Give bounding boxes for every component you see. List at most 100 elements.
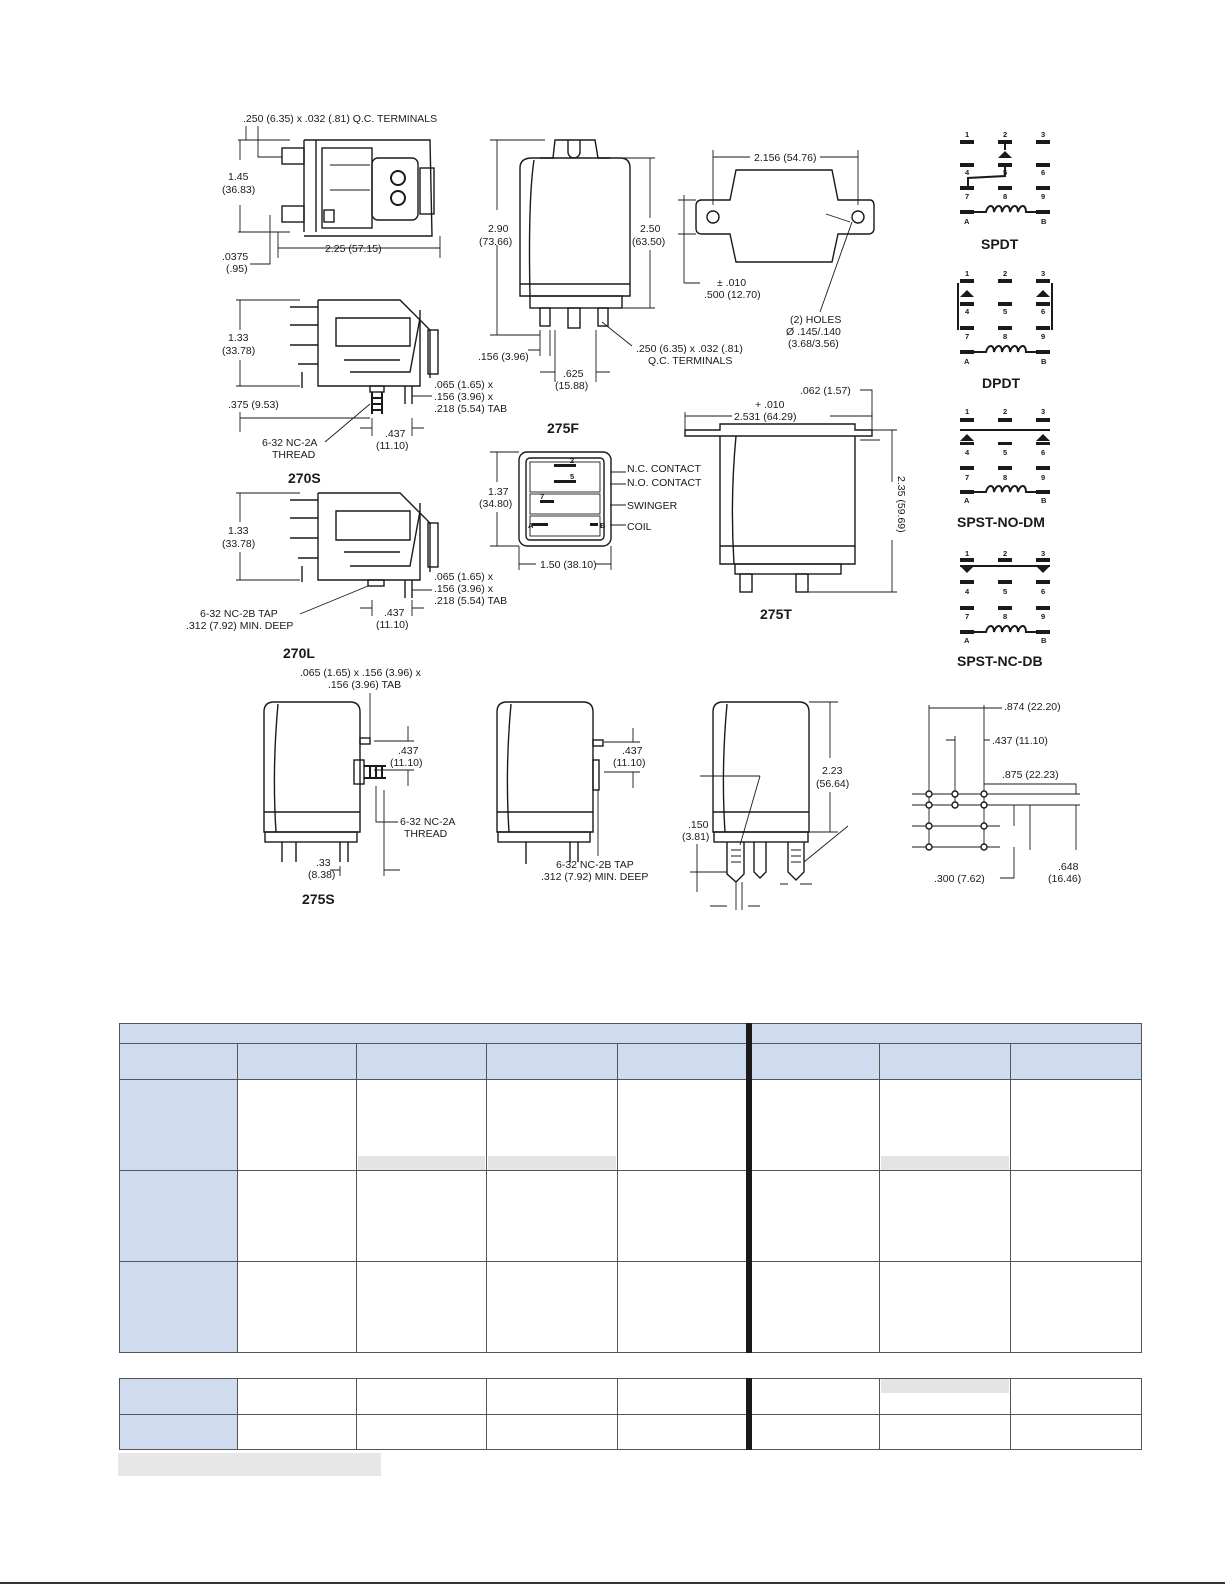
schematic-label-spdt: SPDT	[981, 236, 1019, 252]
pin-9: 9	[1041, 192, 1045, 201]
bottom-pin-b: B	[600, 521, 606, 530]
tab-a1: .065 (1.65) x	[434, 379, 494, 391]
label-270l: 270L	[283, 645, 315, 661]
dim-150s-mm: (3.81)	[682, 831, 709, 843]
table-cell	[356, 1170, 487, 1262]
shaded-band	[358, 1156, 485, 1170]
table-row	[119, 1079, 1143, 1171]
dim-150s: .150	[688, 819, 709, 831]
pin-8: 8	[1003, 473, 1007, 482]
coil-label: COIL	[627, 521, 652, 533]
pin-b: B	[1041, 357, 1047, 366]
row-header	[119, 1378, 238, 1415]
schematic-dpdt: 1 2 3 4 5 6 7 8 9 A B DPDT	[957, 269, 1053, 391]
table-cell	[237, 1170, 357, 1262]
dim-437d: .437	[622, 745, 643, 757]
column-header	[237, 1043, 357, 1080]
table-cell	[237, 1079, 357, 1171]
table-cell	[237, 1378, 357, 1415]
qc-terminals-label: .250 (6.35) x .032 (.81) Q.C. TERMINALS	[243, 113, 437, 125]
table-cell	[879, 1170, 1012, 1262]
pin-6: 6	[1041, 448, 1045, 457]
dim-225: 2.25 (57.15)	[325, 243, 382, 255]
qc-275f-2: Q.C. TERMINALS	[648, 355, 732, 367]
drawing-275f-flange: 2.156 (54.76) ± .010 .500 (12.70) (2) HO…	[678, 150, 875, 350]
dim-223-mm: (56.64)	[816, 778, 849, 790]
pin-3: 3	[1041, 407, 1045, 416]
table-cell	[486, 1378, 618, 1415]
tab-c1: .065 (1.65) x .156 (3.96) x	[300, 667, 422, 679]
column-header	[879, 1043, 1012, 1080]
dim-875: .875 (22.23)	[1002, 769, 1059, 781]
pin-1: 1	[965, 130, 969, 139]
shaded-band	[881, 1156, 1010, 1170]
secondary-table	[119, 1378, 1142, 1450]
pin-8: 8	[1003, 332, 1007, 341]
table-column-header-row	[119, 1043, 1143, 1080]
label-275f: 275F	[547, 420, 579, 436]
dim-648: .648	[1058, 861, 1079, 873]
holes-1: (2) HOLES	[790, 314, 841, 326]
table-cell	[486, 1261, 618, 1353]
table-cell	[748, 1414, 880, 1450]
table-cell	[879, 1414, 1011, 1450]
drawing-275s-socket: 2.23 (56.64) .150 (3.81)	[682, 701, 849, 910]
pin-6: 6	[1041, 168, 1045, 177]
table-row	[119, 1261, 1143, 1353]
row-header	[119, 1414, 238, 1450]
table-cell	[356, 1261, 487, 1353]
dim-300: .300 (7.62)	[934, 873, 985, 885]
thread-c1: 6-32 NC-2A	[400, 816, 455, 828]
row-header	[119, 1079, 238, 1171]
dim-062: .062 (1.57)	[800, 385, 851, 397]
schematic-spdt: 1 2 3 4 5 6 7 8 9 A B SPDT	[960, 130, 1050, 252]
group-header-right	[748, 1023, 1143, 1044]
dim-250: 2.50	[640, 223, 661, 235]
table-cell	[486, 1414, 618, 1450]
dim-874: .874 (22.20)	[1004, 701, 1061, 713]
dim-437c: .437	[398, 745, 419, 757]
pin-4: 4	[965, 448, 970, 457]
pin-1: 1	[965, 407, 969, 416]
nc-contact-label: N.C. CONTACT	[627, 463, 701, 475]
schematic-label-spst-nc-db: SPST-NC-DB	[957, 653, 1043, 669]
schematic-label-spst-no-dm: SPST-NO-DM	[957, 514, 1045, 530]
pin-5: 5	[1003, 587, 1007, 596]
dim-437d-mm: (11.10)	[613, 757, 646, 769]
dim-437a: .437	[385, 428, 406, 440]
pin-2: 2	[1003, 407, 1007, 416]
tab-a2: .156 (3.96) x	[434, 391, 494, 403]
table-cell	[1010, 1170, 1143, 1262]
shaded-band	[488, 1156, 616, 1170]
dim-145: 1.45	[228, 171, 249, 183]
shaded-band	[881, 1379, 1009, 1393]
tol-010a: ± .010	[717, 277, 746, 289]
dim-625-mm: (15.88)	[555, 380, 588, 392]
table-cell	[616, 1170, 752, 1262]
table-cell	[486, 1079, 618, 1171]
table-cell	[616, 1079, 752, 1171]
tap-d1: 6-32 NC-2B TAP	[556, 859, 634, 871]
pin-5: 5	[1003, 307, 1007, 316]
pin-5: 5	[1003, 448, 1007, 457]
pin-2: 2	[1003, 549, 1007, 558]
drawing-275s-variant: .437 (11.10) 6-32 NC-2B TAP .312 (7.92) …	[496, 701, 648, 883]
schematic-label-dpdt: DPDT	[982, 375, 1021, 391]
pin-7: 7	[965, 612, 969, 621]
bottom-pin-a: A	[528, 521, 534, 530]
table-cell	[617, 1378, 752, 1415]
table-cell	[616, 1261, 752, 1353]
pin-7: 7	[965, 192, 969, 201]
drawing-270s-side: 1.33 (33.78) .375 (9.53) .065 (1.65) x .…	[222, 299, 507, 486]
drawing-270l: 1.33 (33.78) .065 (1.65) x .156 (3.96) x…	[186, 492, 507, 661]
dim-648-mm: (16.46)	[1048, 873, 1081, 885]
dim-375: .375 (9.53)	[228, 399, 279, 411]
dim-145-mm: (36.83)	[222, 184, 255, 196]
bottom-pin-2: 2	[570, 456, 574, 465]
pin-1: 1	[965, 269, 969, 278]
tab-b2: .156 (3.96) x	[434, 583, 494, 595]
pin-2: 2	[1003, 130, 1007, 139]
table-cell	[879, 1079, 1012, 1171]
qc-275f-1: .250 (6.35) x .032 (.81)	[636, 343, 743, 355]
